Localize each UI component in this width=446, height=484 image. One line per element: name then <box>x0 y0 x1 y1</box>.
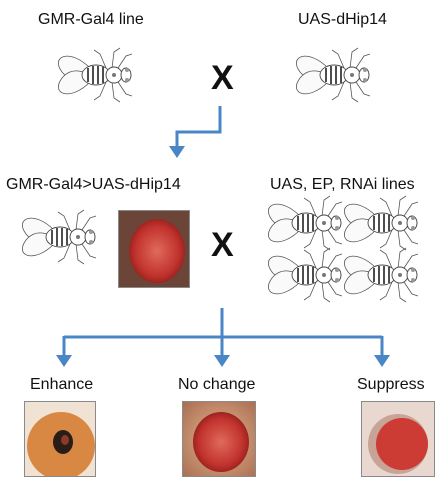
no-change-eye-photo <box>182 401 256 477</box>
cross-symbol-top: X <box>211 59 234 97</box>
enhance-eye-photo <box>24 401 96 477</box>
suppress-eye-photo <box>361 401 435 477</box>
cross-symbol-middle: X <box>211 226 234 264</box>
outcome-enhance-label: Enhance <box>30 376 94 393</box>
progeny-eye-photo <box>118 210 190 288</box>
gmr-gal4-line-label: GMR-Gal4 line <box>38 11 144 28</box>
outcome-no-change-label: No change <box>178 376 256 393</box>
outcome-suppress-label: Suppress <box>357 376 425 393</box>
progeny-label: GMR-Gal4>UAS-dHip14 <box>6 176 181 193</box>
uas-dhip14-label: UAS-dHip14 <box>298 11 387 28</box>
screen-lines-label: UAS, EP, RNAi lines <box>270 176 415 193</box>
